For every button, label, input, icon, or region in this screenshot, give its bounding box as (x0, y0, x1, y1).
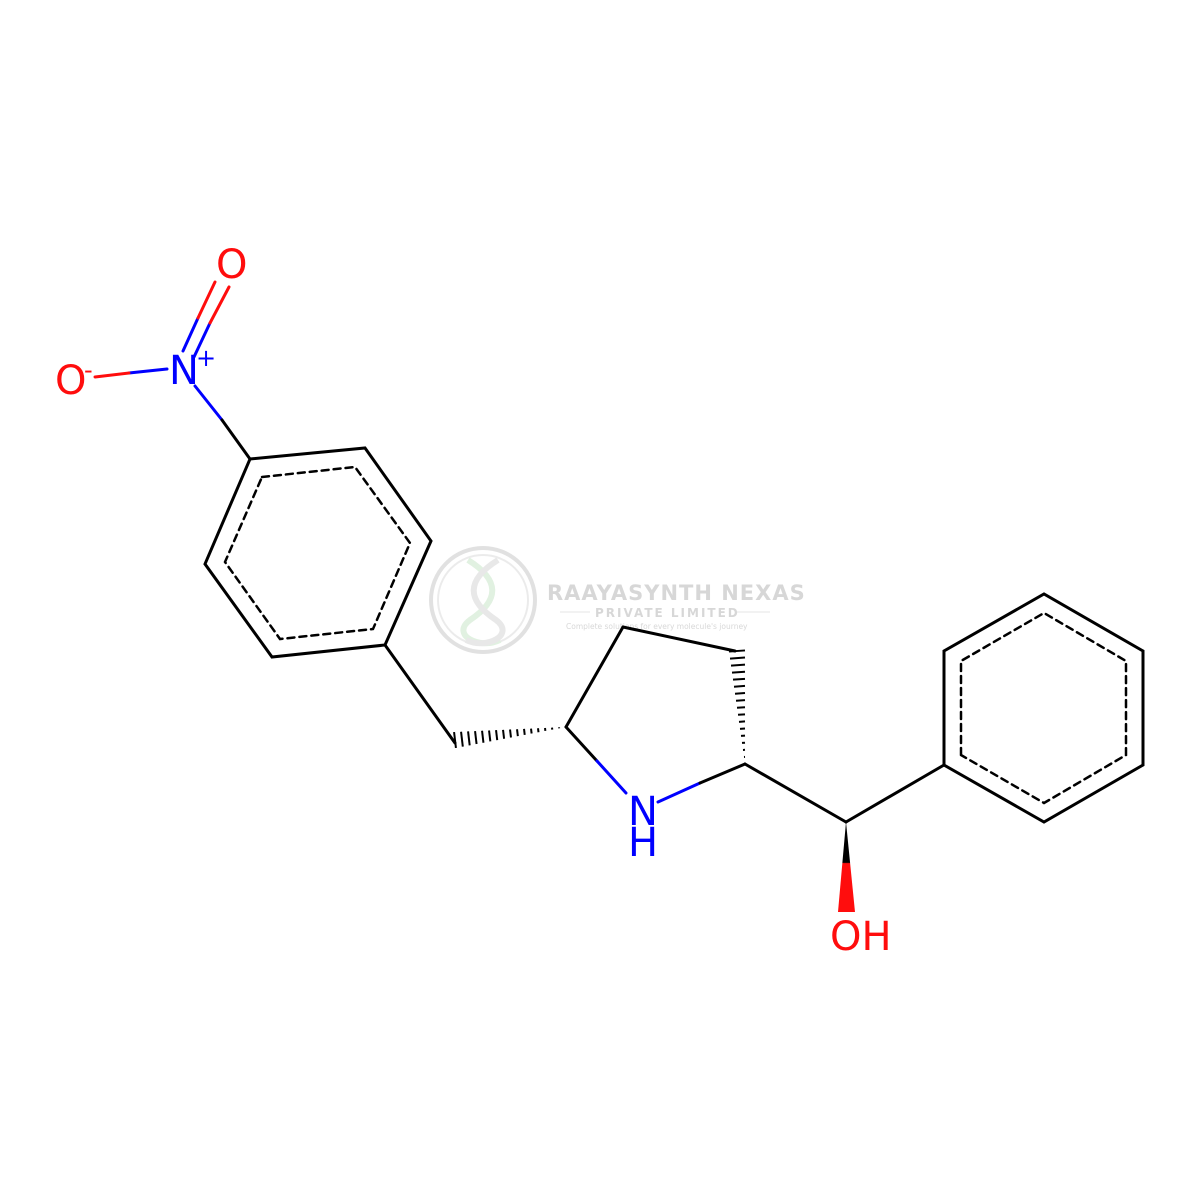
bond-c5-carbinol (743, 762, 848, 824)
charge-minus: - (84, 356, 93, 384)
hashed-wedge-c5-c4 (731, 670, 746, 674)
bond-ring-ch2 (383, 643, 457, 745)
phenyl-ring (942, 592, 1145, 824)
hashed-wedge-c2-ch2 (467, 731, 471, 746)
atom-o-top: O (216, 242, 247, 288)
hashed-wedge-c2-ch2 (453, 731, 457, 749)
atom-oh: OH (830, 914, 892, 960)
hashed-wedge-c5-c4 (735, 699, 746, 702)
hashed-wedge-c2-ch2 (516, 729, 519, 737)
hashed-wedge-c5-c4 (732, 677, 746, 681)
hashed-wedges (453, 649, 746, 758)
hashed-wedge-c2-ch2 (523, 728, 526, 735)
wedge-bond-oh (838, 822, 855, 912)
hashed-wedge-c2-ch2 (460, 731, 464, 747)
hashed-wedge-c2-ch2 (530, 728, 533, 734)
hashed-wedge-c5-c4 (728, 649, 746, 653)
bond-c2-c3 (564, 625, 625, 729)
bond-n-ominus-blue (127, 367, 169, 375)
hashed-wedge-c5-c4 (734, 692, 746, 695)
hashed-wedge-c5-c4 (733, 684, 746, 688)
hashed-wedge-c2-ch2 (474, 730, 478, 745)
hashed-wedge-c5-c4 (730, 663, 746, 667)
phenyl-ring-aromatic (959, 611, 1128, 805)
bond-n-ring-blue (193, 384, 224, 422)
bond-n-ring-black (220, 418, 252, 461)
hashed-wedge-c5-c4 (729, 656, 746, 660)
bond-carbinol-phenyl (844, 763, 946, 824)
watermark-logo-icon (429, 546, 537, 654)
bond-n-o-double-red-2 (208, 285, 231, 325)
bond-n-o-double-red (196, 280, 217, 320)
hashed-wedge-c2-ch2 (502, 729, 506, 739)
hashed-wedge-c2-ch2 (481, 730, 485, 743)
watermark-tagline: Complete solutions for every molecule's … (566, 622, 748, 631)
hashed-wedge-c2-ch2 (495, 730, 499, 741)
bond-c3-c4 (621, 625, 737, 653)
bond-n-o-double-blue-2 (192, 321, 212, 359)
hashed-wedge-c2-ch2 (488, 730, 492, 742)
hashed-wedge-c5-c4 (736, 706, 746, 709)
hashed-wedge-c2-ch2 (509, 729, 512, 738)
atom-labels: O O - N + N H OH (55, 242, 892, 960)
atom-n-amine: N (628, 789, 658, 835)
atom-h-amine: H (628, 820, 658, 866)
bonds (93, 280, 1145, 824)
watermark-title: RAAYASYNTH NEXAS (547, 581, 806, 605)
atom-n-nitro: N (169, 348, 199, 394)
watermark-subtitle: PRIVATE LIMITED (595, 606, 740, 620)
bond-n-ominus-red (93, 371, 131, 379)
atom-o-minus: O (55, 358, 86, 404)
nitrophenyl-ring-aromatic (223, 465, 412, 641)
nitrophenyl-ring (203, 446, 433, 659)
bond-n-o-double-blue (181, 316, 200, 353)
bond-n-c5-black (698, 762, 747, 785)
bond-c2-n-blue (595, 759, 628, 795)
bond-n-c5-blue (656, 781, 702, 804)
watermark: RAAYASYNTH NEXAS PRIVATE LIMITED Complet… (429, 546, 806, 654)
charge-plus: + (196, 344, 216, 372)
bond-c2-n-black (564, 725, 599, 763)
